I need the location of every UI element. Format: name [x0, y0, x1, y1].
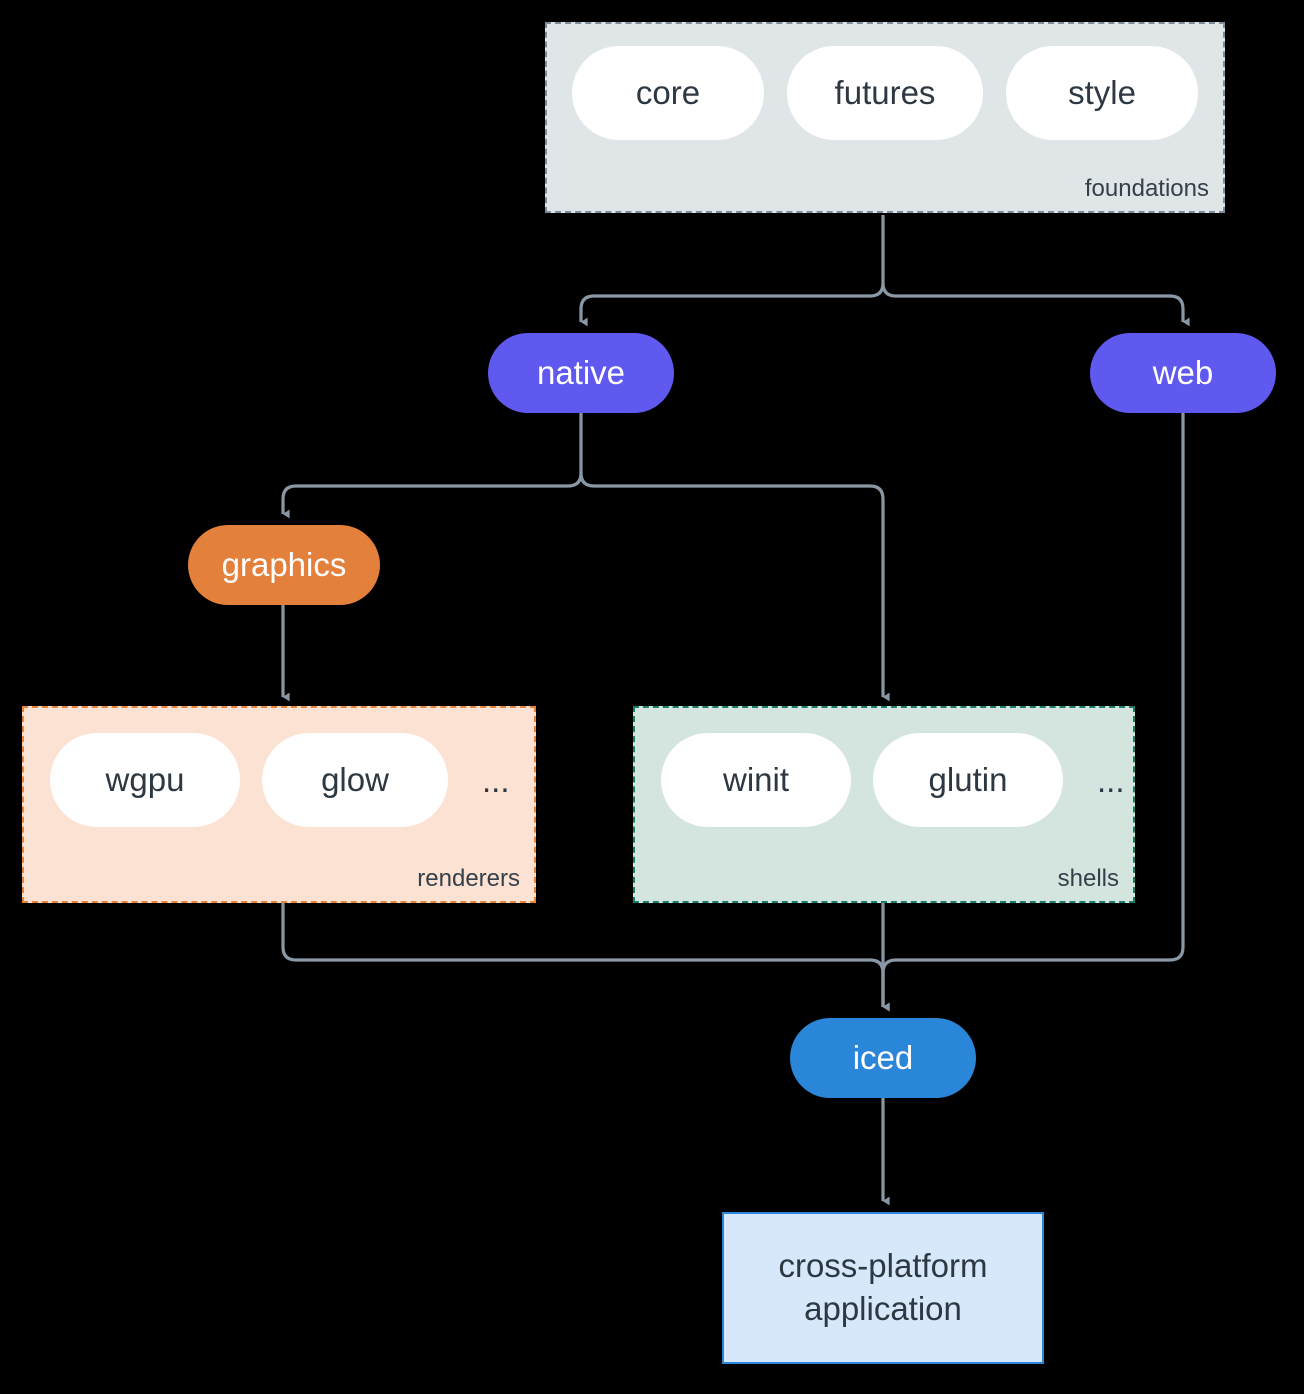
cluster-renderers: wgpu glow ... renderers [22, 706, 536, 903]
application-label-line-2: application [804, 1290, 962, 1327]
edge-native-shells [579, 472, 890, 702]
chip-winit[interactable]: winit [661, 733, 851, 827]
edge-native-graphics [281, 413, 583, 519]
chip-glutin[interactable]: glutin [873, 733, 1063, 827]
cluster-foundations-label: foundations [1084, 175, 1209, 202]
chip-futures[interactable]: futures [787, 46, 983, 140]
cluster-shells-label: shells [1057, 865, 1119, 892]
cluster-shells-items: winit glutin ... [635, 733, 1159, 827]
node-web[interactable]: web [1090, 333, 1276, 413]
cluster-foundations-items: core futures style [547, 46, 1248, 140]
node-iced[interactable]: iced [790, 1018, 976, 1098]
edge-foundations-native [579, 215, 885, 327]
application-label-line-1: cross-platform [778, 1247, 988, 1285]
chip-core[interactable]: core [572, 46, 764, 140]
cluster-renderers-label: renderers [417, 865, 520, 892]
shells-overflow-ellipsis: ... [1097, 761, 1125, 799]
chip-style[interactable]: style [1006, 46, 1198, 140]
node-cross-platform-application[interactable]: cross-platform application [722, 1212, 1044, 1364]
cluster-renderers-items: wgpu glow ... [24, 733, 560, 827]
chip-glow[interactable]: glow [262, 733, 448, 827]
cluster-shells: winit glutin ... shells [633, 706, 1135, 903]
node-graphics[interactable]: graphics [188, 525, 380, 605]
chip-wgpu[interactable]: wgpu [50, 733, 240, 827]
cluster-foundations: core futures style foundations [545, 22, 1225, 213]
node-native[interactable]: native [488, 333, 674, 413]
edge-foundations-web [881, 282, 1190, 327]
edge-renderers-iced [281, 903, 890, 1012]
renderers-overflow-ellipsis: ... [482, 761, 510, 799]
